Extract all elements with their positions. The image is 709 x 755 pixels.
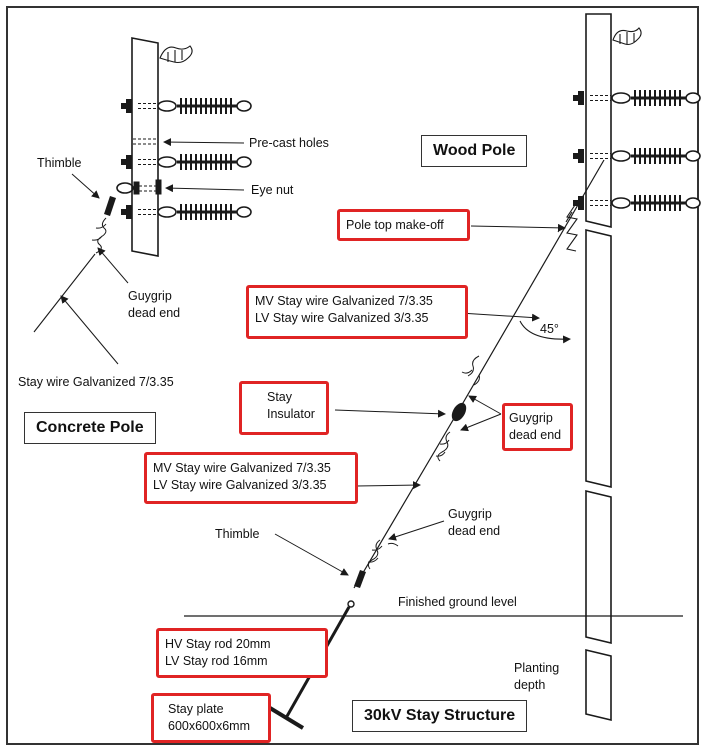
label-thimble-top: Thimble: [37, 156, 82, 170]
pole-top-insulator-icon: [159, 45, 193, 64]
title-stay-structure: 30kV Stay Structure: [352, 700, 528, 732]
precast-holes: [133, 138, 158, 145]
label-eye-nut: Eye nut: [251, 183, 294, 197]
insulator-string: [573, 148, 701, 164]
callout-stay-insulator: Stay Insulator: [239, 381, 329, 435]
eye-nut: [116, 179, 162, 195]
guygrip-middle: [435, 431, 451, 462]
label-angle: 45°: [540, 322, 559, 336]
angle-arc: [519, 320, 571, 344]
title-concrete-pole: Concrete Pole: [24, 412, 156, 444]
thimble-concrete: [104, 196, 116, 216]
insulator-string: [121, 98, 252, 114]
callout-guygrip-dead-end: Guygrip dead end: [502, 403, 573, 451]
wood-pole: [585, 13, 612, 722]
stay-plate: [268, 706, 305, 730]
label-ground-level: Finished ground level: [398, 595, 517, 609]
guygrip-concrete: [91, 217, 107, 254]
stay-rod-eye: [347, 600, 355, 608]
concrete-pole-insulators: [121, 98, 252, 220]
main-stay-wire-lower: [353, 414, 457, 589]
insulator-string: [121, 204, 252, 220]
thimble-lower: [354, 570, 366, 588]
title-wood-pole: Wood Pole: [421, 135, 528, 167]
insulator-string: [573, 90, 701, 106]
concrete-pole: [131, 37, 159, 257]
callout-stay-rod: HV Stay rod 20mm LV Stay rod 16mm: [156, 628, 328, 678]
main-stay-wire-upper: [455, 159, 605, 416]
guygrip-lower: [367, 539, 399, 570]
wood-pole-insulators: [573, 90, 701, 211]
wood-pole-top-insulator-icon: [612, 27, 642, 46]
callout-stay-wire-upper: MV Stay wire Galvanized 7/3.35 LV Stay w…: [246, 285, 468, 339]
stay-insulator: [451, 402, 467, 422]
callout-pole-top-makeoff: Pole top make-off: [337, 209, 470, 241]
label-precast-holes: Pre-cast holes: [249, 136, 329, 150]
guygrip-upper: [461, 355, 480, 386]
concrete-stay-wire: [33, 253, 96, 333]
label-thimble-bottom: Thimble: [215, 527, 260, 541]
label-planting-depth: Planting depth: [514, 661, 560, 692]
leader-arrows: [60, 138, 566, 576]
label-guygrip-lower: Guygrip dead end: [448, 507, 501, 538]
insulator-string: [121, 154, 252, 170]
diagram-frame: [6, 6, 699, 745]
label-stay-wire-concrete: Stay wire Galvanized 7/3.35: [18, 375, 174, 389]
label-guygrip-concrete: Guygrip dead end: [128, 289, 181, 320]
callout-stay-wire-lower: MV Stay wire Galvanized 7/3.35 LV Stay w…: [144, 452, 358, 504]
callout-stay-plate: Stay plate 600x600x6mm: [151, 693, 271, 743]
insulator-string: [573, 195, 701, 211]
